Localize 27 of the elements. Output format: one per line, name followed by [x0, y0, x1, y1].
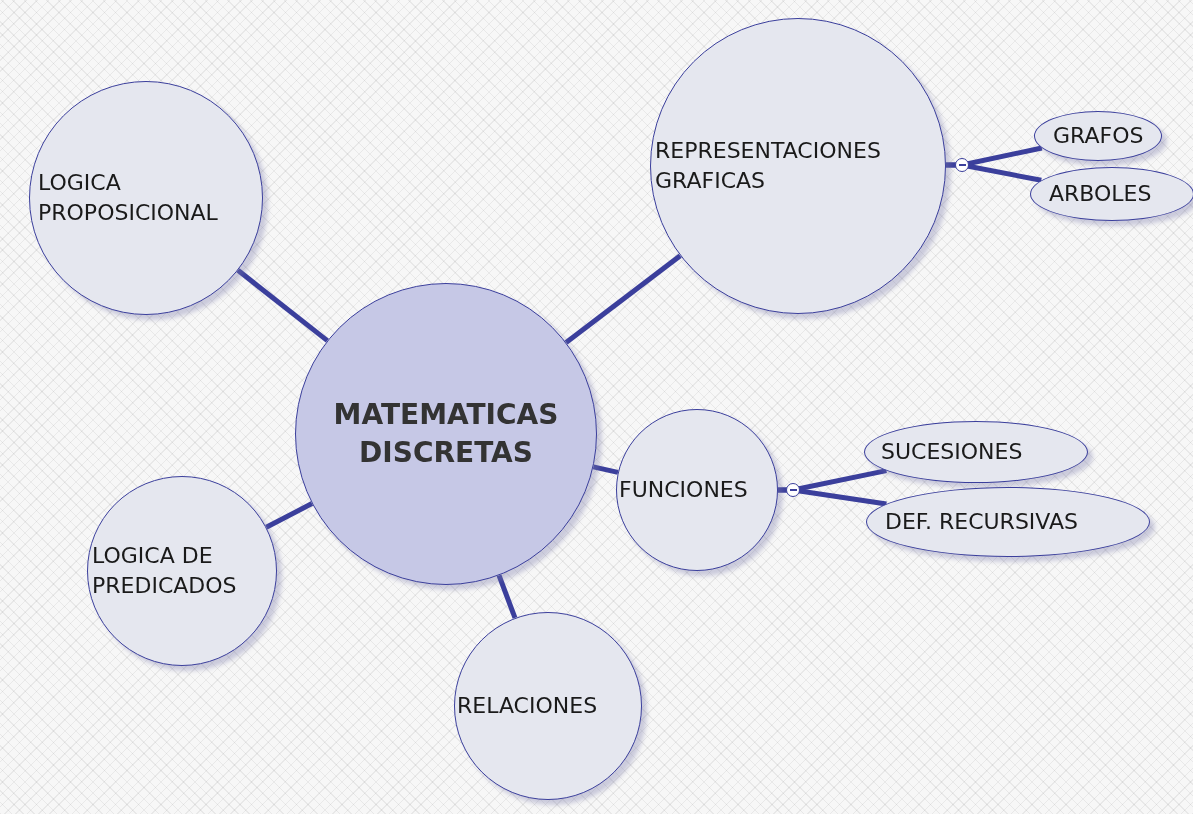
topic-circle — [650, 18, 946, 314]
subtopic-ellipse — [866, 487, 1150, 557]
central-topic-circle — [295, 283, 597, 585]
topic-label: REPRESENTACIONES GRAFICAS — [655, 137, 882, 195]
connector-line — [265, 501, 314, 530]
connector-line — [592, 464, 619, 475]
topic-circle — [454, 612, 642, 800]
topic-label: MATEMATICAS DISCRETAS — [332, 397, 560, 471]
subtopic-ellipse — [1034, 111, 1162, 161]
connector-line — [778, 487, 887, 507]
subtopic-ellipse — [1030, 167, 1193, 221]
connector-line — [946, 162, 1042, 183]
topic-label: ARBOLES — [1049, 180, 1153, 209]
topic-label: FUNCIONES — [619, 476, 749, 505]
connector-line — [564, 253, 682, 345]
topic-label: DEF. RECURSIVAS — [885, 508, 1079, 537]
topic-label: LOGICA DE PREDICADOS — [92, 542, 238, 600]
topic-label: GRAFOS — [1053, 122, 1145, 151]
topic-label: RELACIONES — [457, 692, 599, 721]
topic-circle — [87, 476, 277, 666]
topic-circle — [616, 409, 778, 571]
topic-label: LOGICA PROPOSICIONAL — [38, 169, 219, 227]
topic-circle — [29, 81, 263, 315]
subtopic-ellipse — [864, 421, 1088, 483]
connector-line — [236, 268, 329, 343]
connector-line — [496, 574, 518, 619]
topic-label: SUCESIONES — [881, 438, 1024, 467]
